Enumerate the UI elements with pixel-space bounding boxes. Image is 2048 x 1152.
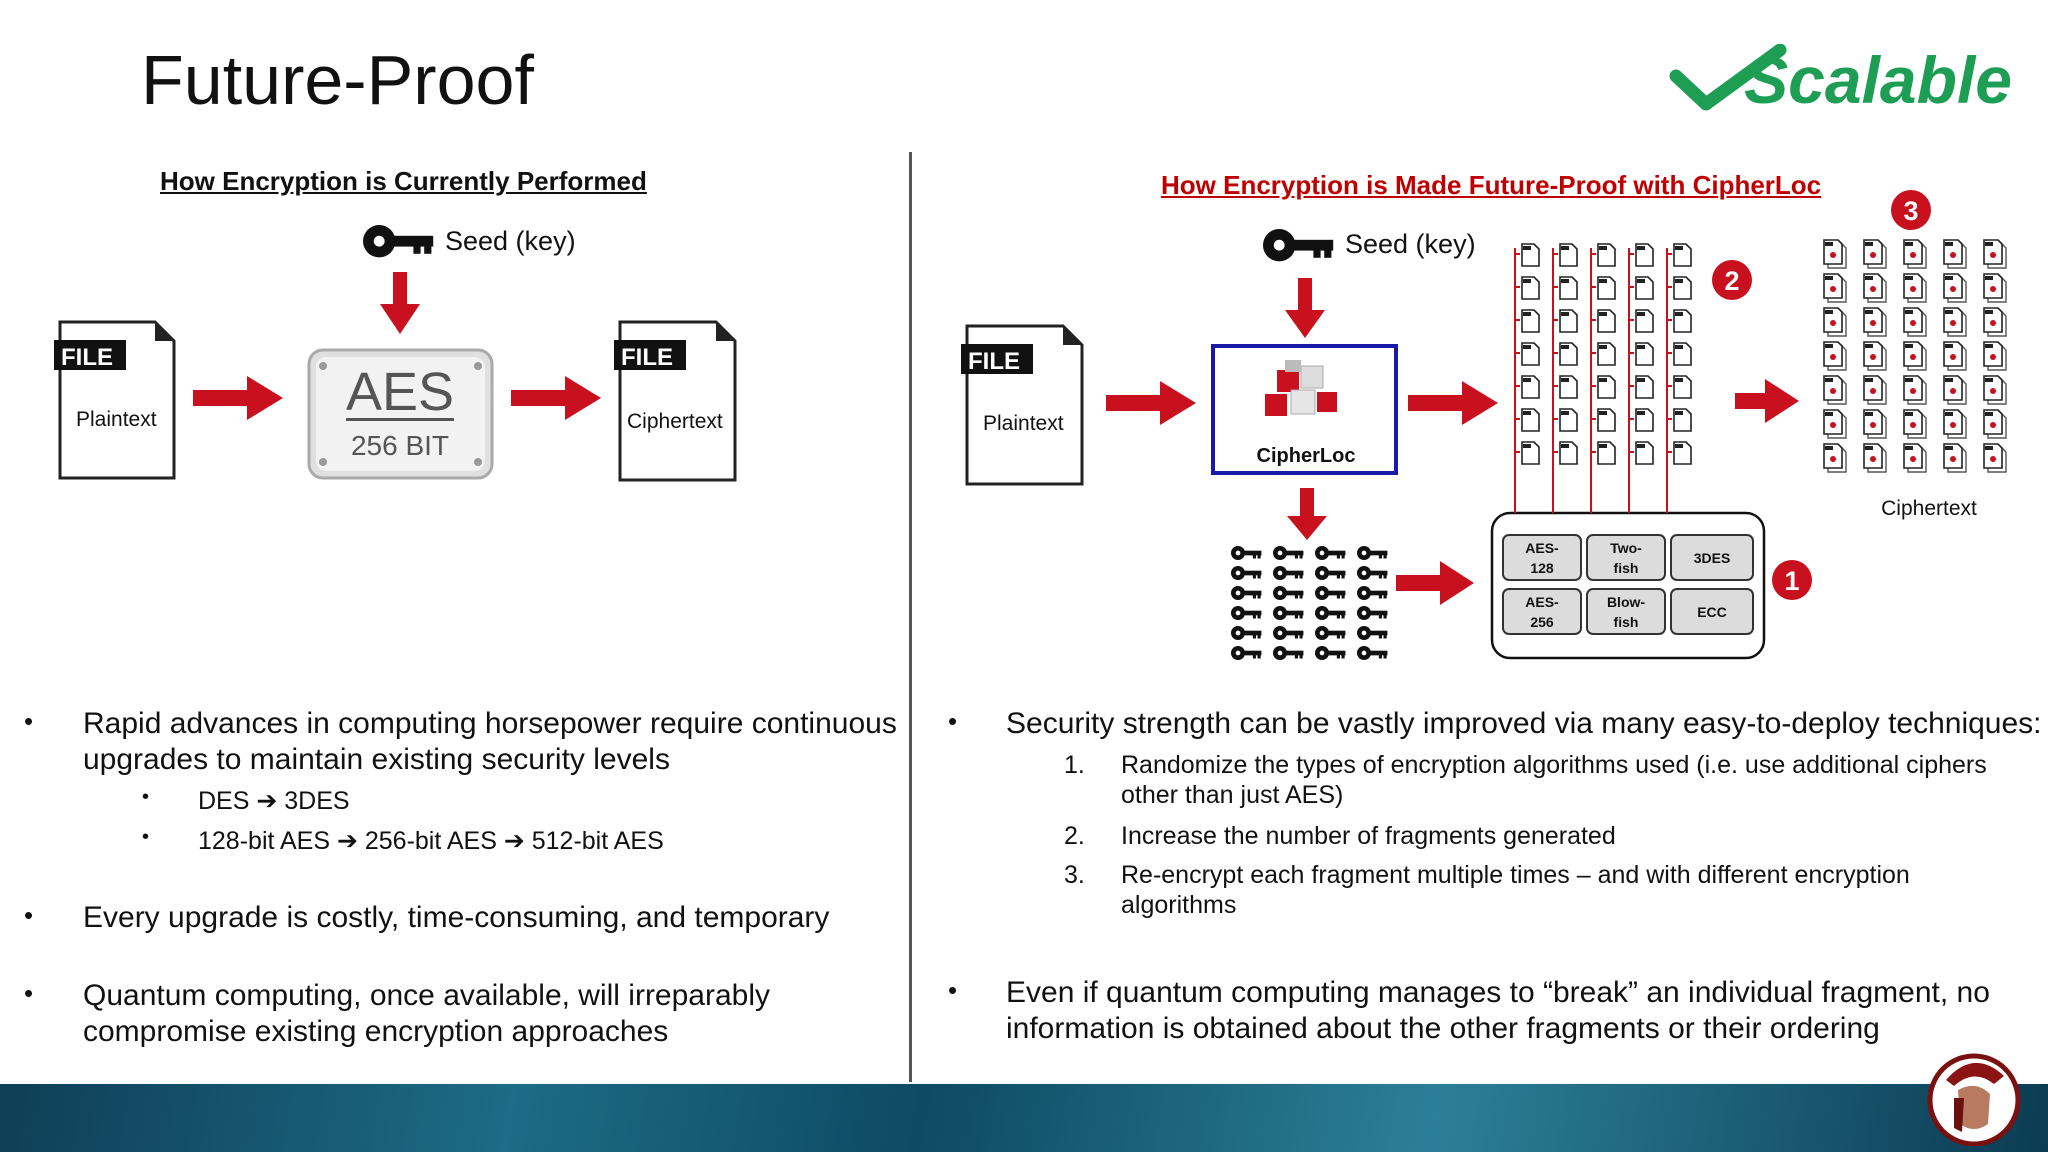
right-numbered-1-text: Randomize the types of encryption algori… (1121, 751, 1987, 809)
algo-aes128-line2: 128 (1530, 560, 1554, 576)
right-numbered-3-num: 3. (1064, 861, 1085, 889)
left-bullet-dot-2: • (24, 900, 34, 930)
right-arrow-3 (1396, 561, 1474, 605)
left-arrow-1 (193, 376, 283, 420)
algo-ecc: ECC (1697, 604, 1727, 620)
badge-2 (1712, 260, 1752, 300)
left-subtitle: How Encryption is Currently Performed (160, 166, 647, 196)
badge-1-label: 1 (1784, 566, 1799, 596)
left-bullet-3: Quantum computing, once available, will … (83, 979, 771, 1048)
right-ciphertext-label: Ciphertext (1881, 497, 1977, 520)
encryption-diagram: Seed (key) FILE Plaintext AES 256 BIT FI… (54, 190, 2007, 661)
ciphertext-grid (1823, 239, 2007, 473)
right-file-tag: FILE (968, 348, 1020, 375)
left-subbullet-1: DES ➔ 3DES (198, 787, 350, 815)
checkmark-icon (1669, 44, 1787, 111)
algo-blowfish-line1: Blow- (1607, 594, 1645, 610)
left-subbullet-dot-2: • (142, 826, 150, 848)
left-bullet-1: Rapid advances in computing horsepower r… (83, 707, 897, 776)
right-arrow-1 (1106, 381, 1196, 425)
right-bullet-dot-1: • (948, 706, 958, 736)
cipherloc-label: CipherLoc (1257, 445, 1356, 467)
left-bullet-dot-1: • (24, 706, 34, 736)
algo-aes128-line1: AES- (1525, 540, 1559, 556)
badge-3 (1891, 190, 1931, 230)
right-numbered-1-num: 1. (1064, 751, 1085, 779)
right-key-icon (1263, 229, 1334, 262)
right-numbered-3-text: Re-encrypt each fragment multiple times … (1121, 861, 1910, 919)
right-plaintext-file-icon (961, 324, 1084, 486)
left-arrow-down (380, 272, 420, 334)
right-arrow-down (1285, 278, 1325, 338)
left-plaintext-file-icon (54, 320, 176, 480)
page-title: Future-Proof (141, 41, 534, 119)
left-seed-label: Seed (key) (445, 226, 576, 256)
spartan-logo-icon (1927, 1053, 2021, 1146)
left-file-tag: FILE (61, 344, 113, 371)
right-arrow-4 (1735, 379, 1799, 423)
algo-twofish-line1: Two- (1610, 540, 1642, 556)
left-ciphertext-label: Ciphertext (627, 410, 723, 433)
aes-subtitle: 256 BIT (351, 430, 449, 461)
right-numbered-2-num: 2. (1064, 822, 1085, 850)
right-arrow-down-2 (1287, 488, 1327, 540)
aes-plate (307, 348, 494, 480)
algo-aes256-line1: AES- (1525, 594, 1559, 610)
left-bullet-2: Every upgrade is costly, time-consuming,… (83, 901, 830, 934)
footer-band (0, 1084, 2048, 1152)
left-file-tag-2: FILE (621, 344, 673, 371)
right-subtitle: How Encryption is Made Future-Proof with… (1161, 170, 1822, 200)
left-bullet-dot-3: • (24, 978, 34, 1008)
right-bullet-2: Even if quantum computing manages to “br… (1006, 976, 1990, 1045)
badge-3-label: 3 (1903, 196, 1918, 226)
fragments-grid (1521, 243, 1692, 465)
algo-3des: 3DES (1694, 550, 1731, 566)
right-numbered-2-text: Increase the number of fragments generat… (1121, 822, 1616, 850)
cipherloc-box (1211, 344, 1398, 475)
column-divider (909, 152, 912, 1082)
aes-title: AES (346, 362, 454, 422)
right-plaintext-label: Plaintext (983, 412, 1064, 435)
scalable-badge: Scalable (1744, 43, 2012, 117)
algorithms-box (1490, 511, 1766, 660)
left-key-icon (363, 225, 434, 258)
left-subbullet-dot-1: • (142, 786, 150, 808)
badge-2-label: 2 (1724, 266, 1739, 296)
right-bullet-1: Security strength can be vastly improved… (1006, 707, 2042, 740)
right-seed-label: Seed (key) (1345, 229, 1476, 259)
left-plaintext-label: Plaintext (76, 408, 157, 431)
right-arrow-2 (1408, 381, 1498, 425)
keys-grid (1231, 546, 1388, 661)
algo-aes256-line2: 256 (1530, 614, 1554, 630)
algo-twofish-line2: fish (1614, 560, 1639, 576)
badge-1 (1772, 560, 1812, 600)
left-subbullet-2: 128-bit AES ➔ 256-bit AES ➔ 512-bit AES (198, 827, 664, 855)
algo-blowfish-line2: fish (1614, 614, 1639, 630)
left-ciphertext-file-icon (614, 320, 737, 482)
fragment-connector-lines (1514, 248, 1672, 513)
right-bullet-dot-2: • (948, 975, 958, 1005)
left-arrow-2 (511, 376, 601, 420)
